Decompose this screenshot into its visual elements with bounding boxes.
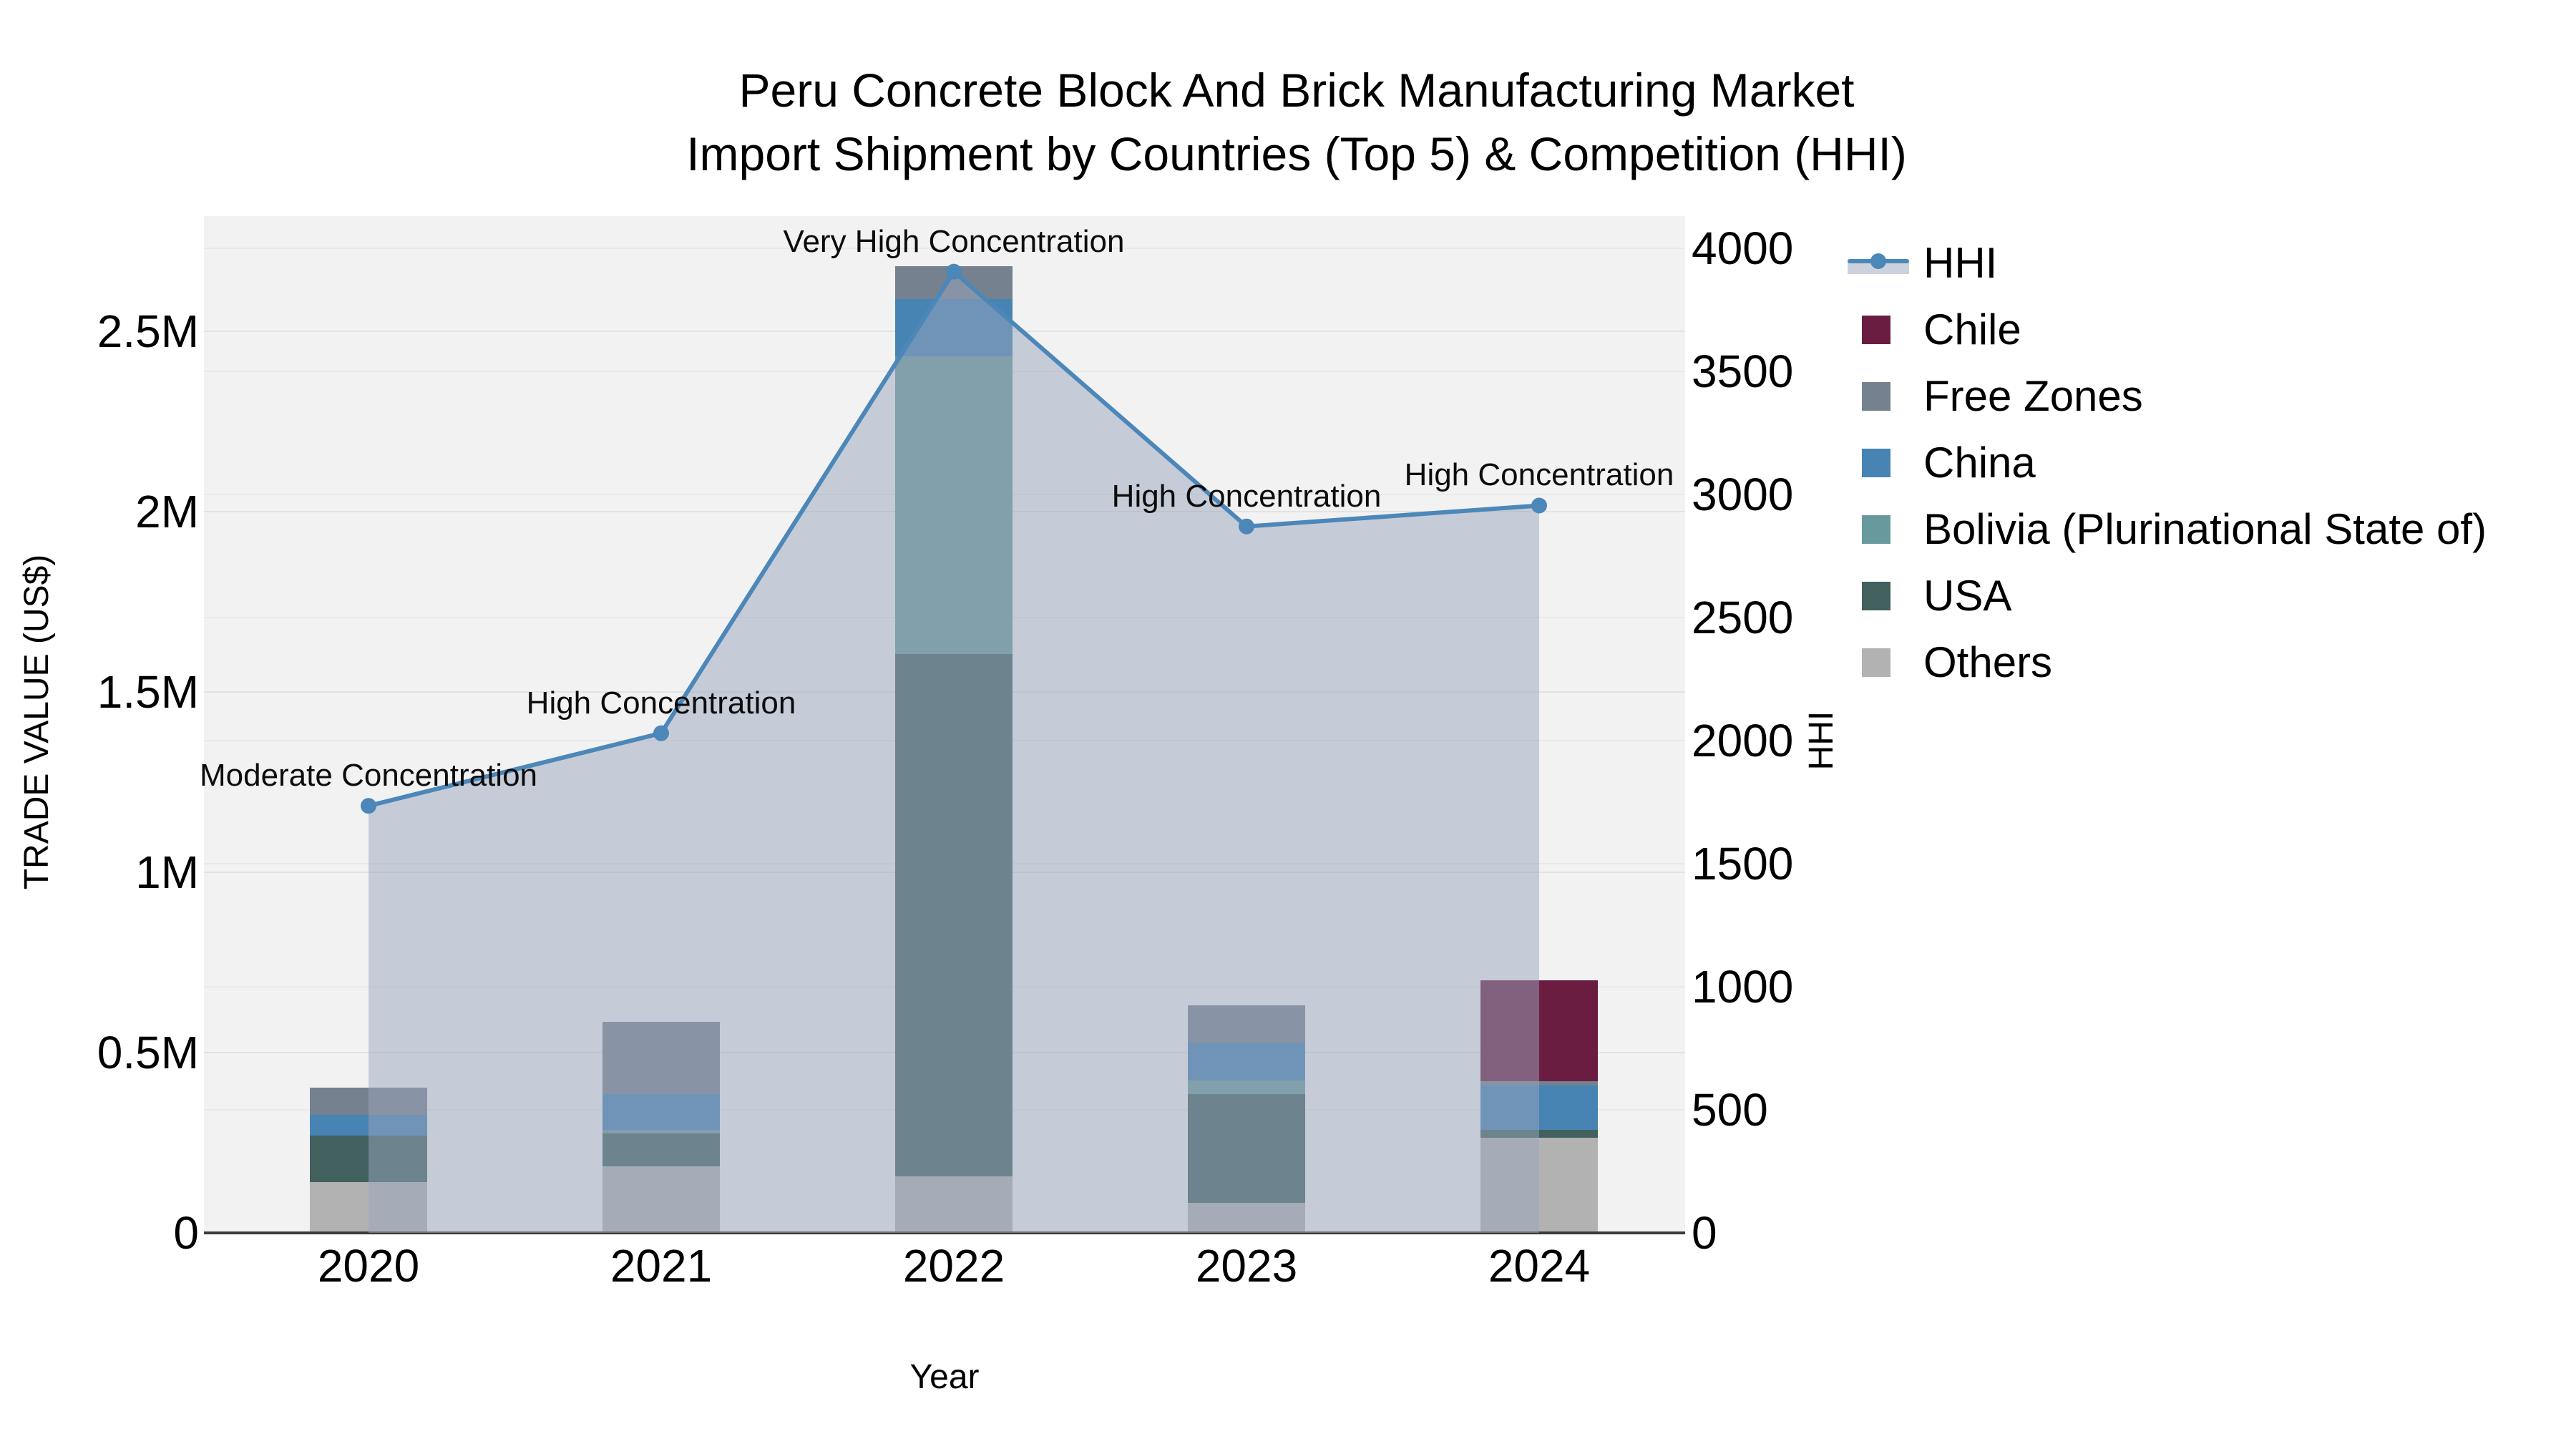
left-tick-2-5m: 2.5M bbox=[97, 306, 199, 357]
annotation-2022: Very High Concentration bbox=[783, 223, 1125, 259]
legend-swatch-chile bbox=[1862, 316, 1890, 344]
legend-swatch-others-icon bbox=[1848, 638, 1909, 688]
right-tick-4000: 4000 bbox=[1692, 223, 1794, 274]
legend-swatch-chile-icon bbox=[1848, 305, 1909, 355]
x-axis-line bbox=[204, 1231, 1685, 1234]
annotation-2024: High Concentration bbox=[1404, 457, 1674, 493]
right-tick-500: 500 bbox=[1692, 1084, 1768, 1136]
legend-swatch-bolivia-plurinational-state-of-icon bbox=[1848, 504, 1909, 555]
legend-swatch-free-zones bbox=[1862, 382, 1890, 411]
left-tick-1-5m: 1.5M bbox=[97, 666, 199, 718]
legend-item-hhi[interactable]: HHI bbox=[1848, 238, 1997, 288]
left-tick-0-5m: 0.5M bbox=[97, 1027, 199, 1078]
x-axis-title: Year bbox=[909, 1358, 980, 1396]
right-axis-title: HHI bbox=[1802, 711, 1840, 771]
x-label-2023: 2023 bbox=[1195, 1240, 1298, 1292]
right-tick-2500: 2500 bbox=[1692, 592, 1794, 643]
legend-swatch-china bbox=[1862, 449, 1890, 477]
hhi-marker-2022[interactable] bbox=[946, 263, 962, 280]
legend-swatch-usa bbox=[1862, 582, 1890, 610]
left-tick-0: 0 bbox=[173, 1207, 199, 1259]
chart-title-line2: Import Shipment by Countries (Top 5) & C… bbox=[686, 127, 1907, 180]
right-tick-1500: 1500 bbox=[1692, 838, 1794, 889]
legend-label-chile: Chile bbox=[1923, 306, 2021, 353]
hhi-area-fill bbox=[369, 271, 1539, 1233]
legend-label-others: Others bbox=[1923, 638, 2053, 686]
legend-item-bolivia-plurinational-state-of[interactable]: Bolivia (Plurinational State of) bbox=[1848, 504, 2487, 555]
annotation-2021: High Concentration bbox=[526, 685, 796, 721]
right-tick-0: 0 bbox=[1692, 1207, 1717, 1259]
x-label-2021: 2021 bbox=[610, 1240, 713, 1292]
x-label-2024: 2024 bbox=[1488, 1240, 1591, 1292]
gridline-hhi-4000 bbox=[204, 248, 1685, 249]
legend-swatch-free-zones-icon bbox=[1848, 371, 1909, 421]
left-tick-1m: 1M bbox=[135, 847, 199, 898]
legend-label-bolivia-plurinational-state-of: Bolivia (Plurinational State of) bbox=[1923, 505, 2487, 553]
legend-label-china: China bbox=[1923, 439, 2036, 487]
right-tick-3000: 3000 bbox=[1692, 469, 1794, 520]
legend-item-chile[interactable]: Chile bbox=[1848, 305, 2021, 355]
right-tick-1000: 1000 bbox=[1692, 961, 1794, 1013]
legend-item-free-zones[interactable]: Free Zones bbox=[1848, 371, 2143, 421]
legend-swatch-usa-icon bbox=[1848, 571, 1909, 621]
right-tick-2000: 2000 bbox=[1692, 715, 1794, 766]
x-label-2020: 2020 bbox=[317, 1240, 420, 1292]
chart-title-line1: Peru Concrete Block And Brick Manufactur… bbox=[738, 64, 1855, 117]
legend-item-usa[interactable]: USA bbox=[1848, 571, 2011, 621]
x-label-2022: 2022 bbox=[902, 1240, 1005, 1292]
legend-swatch-bolivia-plurinational-state-of bbox=[1862, 515, 1890, 544]
right-tick-3500: 3500 bbox=[1692, 346, 1794, 397]
legend-item-others[interactable]: Others bbox=[1848, 638, 2052, 688]
left-tick-2m: 2M bbox=[135, 486, 199, 537]
hhi-line-layer bbox=[361, 263, 1547, 1233]
legend-swatch-others bbox=[1862, 648, 1890, 677]
hhi-marker-2021[interactable] bbox=[653, 725, 669, 741]
legend-label-usa: USA bbox=[1923, 572, 2012, 620]
hhi-line-legend-icon bbox=[1848, 238, 1909, 288]
annotation-2020: Moderate Concentration bbox=[199, 758, 538, 794]
annotation-2023: High Concentration bbox=[1111, 478, 1382, 514]
hhi-marker-2020[interactable] bbox=[361, 798, 376, 814]
hhi-marker-2023[interactable] bbox=[1239, 518, 1254, 535]
legend-label-free-zones: Free Zones bbox=[1923, 372, 2143, 420]
hhi-marker-icon bbox=[1870, 253, 1886, 269]
hhi-marker-2024[interactable] bbox=[1531, 497, 1547, 514]
left-axis-title: TRADE VALUE (US$) bbox=[18, 554, 56, 890]
legend-label-hhi: HHI bbox=[1923, 239, 1998, 287]
legend-swatch-china-icon bbox=[1848, 438, 1909, 488]
legend-item-china[interactable]: China bbox=[1848, 438, 2036, 488]
